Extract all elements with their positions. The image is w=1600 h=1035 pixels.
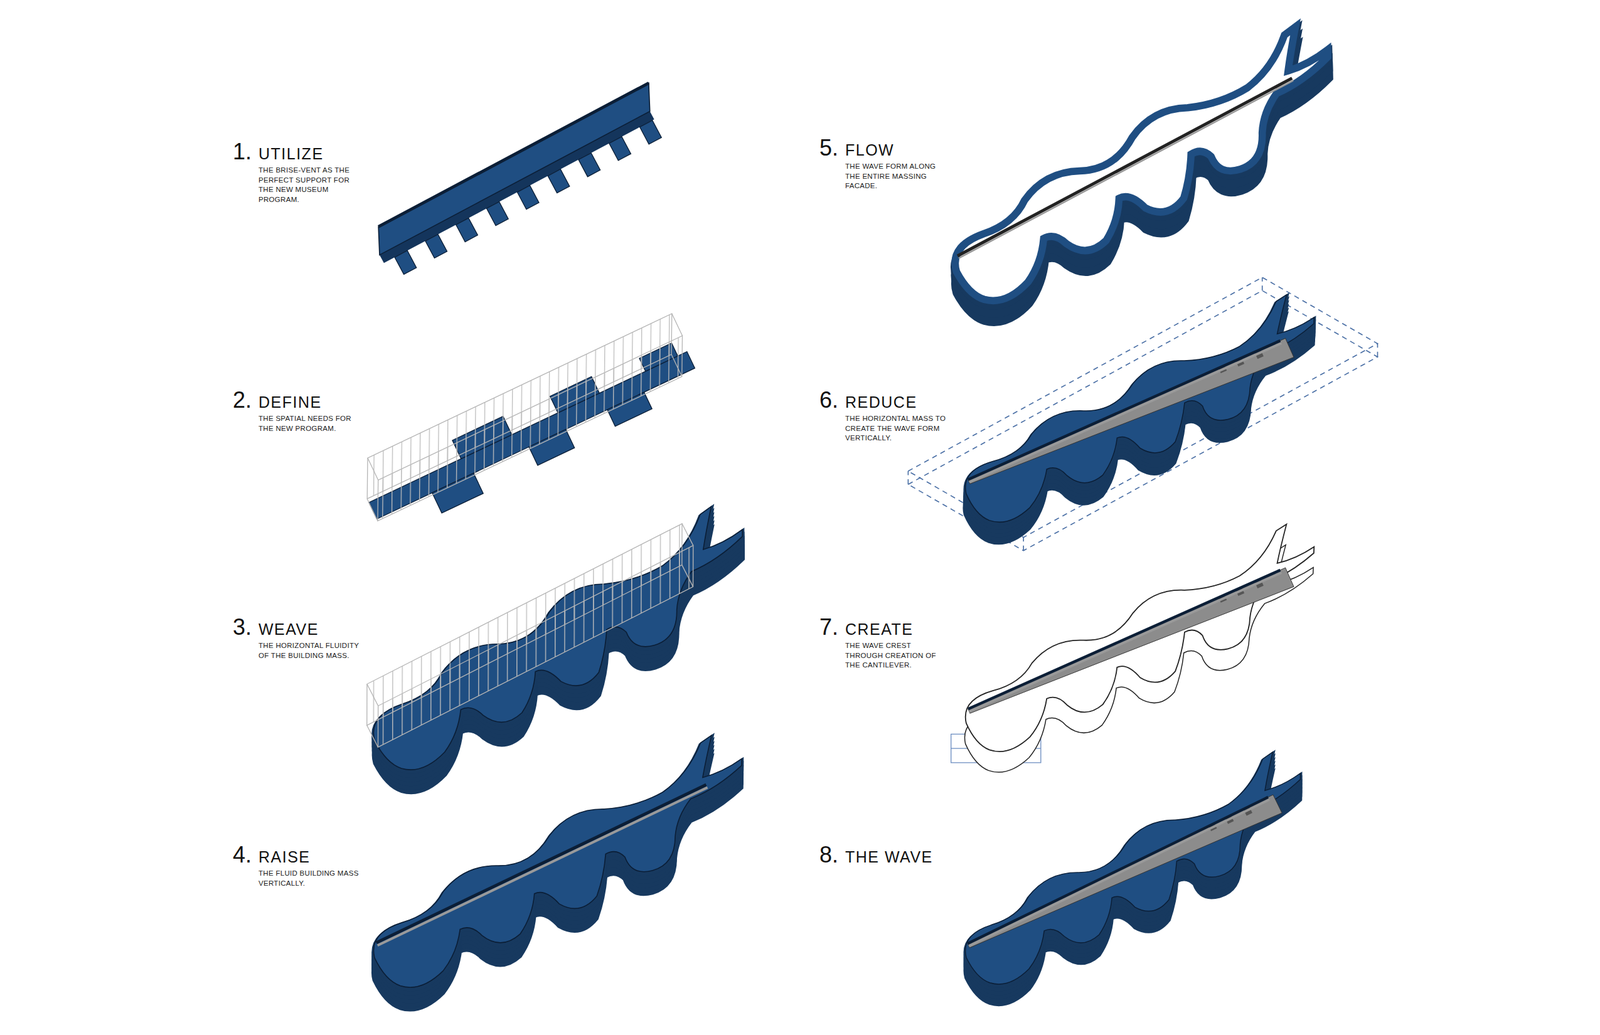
step-description: THE HORIZONTAL MASS TO CREATE THE WAVE F…: [845, 414, 951, 444]
cantilever-face: [968, 567, 1294, 728]
flow-ribbon: [921, 18, 1370, 335]
cantilever-face: [967, 794, 1282, 962]
program-plates: [351, 313, 707, 540]
brise-vent: [367, 82, 674, 280]
brise-vent-fins: [394, 120, 662, 275]
step-title: UTILIZE: [258, 146, 324, 162]
brise-vent-base: [379, 111, 655, 263]
step-description: THE SPATIAL NEEDS FOR THE NEW PROGRAM.: [258, 414, 364, 434]
step-number: 5.: [819, 136, 839, 160]
structure-frame: [350, 523, 710, 748]
spine-wall: [376, 784, 708, 946]
reduced-mass: [936, 288, 1347, 554]
step-description: THE WAVE FORM ALONG THE ENTIRE MASSING F…: [845, 161, 951, 192]
step-title: CREATE: [845, 621, 914, 638]
spine-wall: [957, 78, 1292, 256]
brise-vent-wall: [367, 82, 661, 255]
cantilever-mass: [936, 517, 1347, 783]
step-description: THE BRISE-VENT AS THE PERFECT SUPPORT FO…: [258, 165, 364, 205]
structure-frame: [351, 313, 699, 521]
step-title: FLOW: [845, 142, 895, 159]
step-number: 6.: [819, 389, 839, 412]
wave-mass: [936, 288, 1347, 554]
weave-mass: [340, 498, 783, 805]
wave-outline: [944, 517, 1339, 762]
step-description: THE FLUID BUILDING MASS VERTICALLY.: [258, 869, 364, 889]
step-number: 4.: [232, 843, 252, 867]
wave-mass: [340, 498, 783, 805]
brise-vent-crest: [378, 82, 649, 227]
spine-wall: [968, 570, 1282, 713]
spine-wall: [967, 797, 1270, 947]
step-title: DEFINE: [258, 394, 322, 411]
spine-wall: [968, 340, 1282, 483]
raised-mass: [341, 728, 779, 1022]
final-wave: [936, 745, 1336, 1016]
step-number: 3.: [232, 616, 252, 639]
step-number: 8.: [819, 843, 839, 867]
step-number: 2.: [232, 389, 252, 412]
step-title: REDUCE: [845, 394, 918, 411]
step-title: RAISE: [258, 849, 311, 866]
wave-outline: [929, 18, 1361, 314]
step-description: THE HORIZONTAL FLUIDITY OF THE BUILDING …: [258, 641, 364, 661]
cantilever-face: [968, 338, 1294, 499]
step-title: WEAVE: [258, 621, 319, 638]
step-number: 1.: [232, 140, 252, 164]
step-title: THE WAVE: [845, 849, 934, 866]
wave-mass: [341, 728, 779, 1022]
wave-mass: [936, 745, 1336, 1016]
step-number: 7.: [819, 616, 839, 639]
step-description: THE WAVE CREST THROUGH CREATION OF THE C…: [845, 641, 951, 671]
